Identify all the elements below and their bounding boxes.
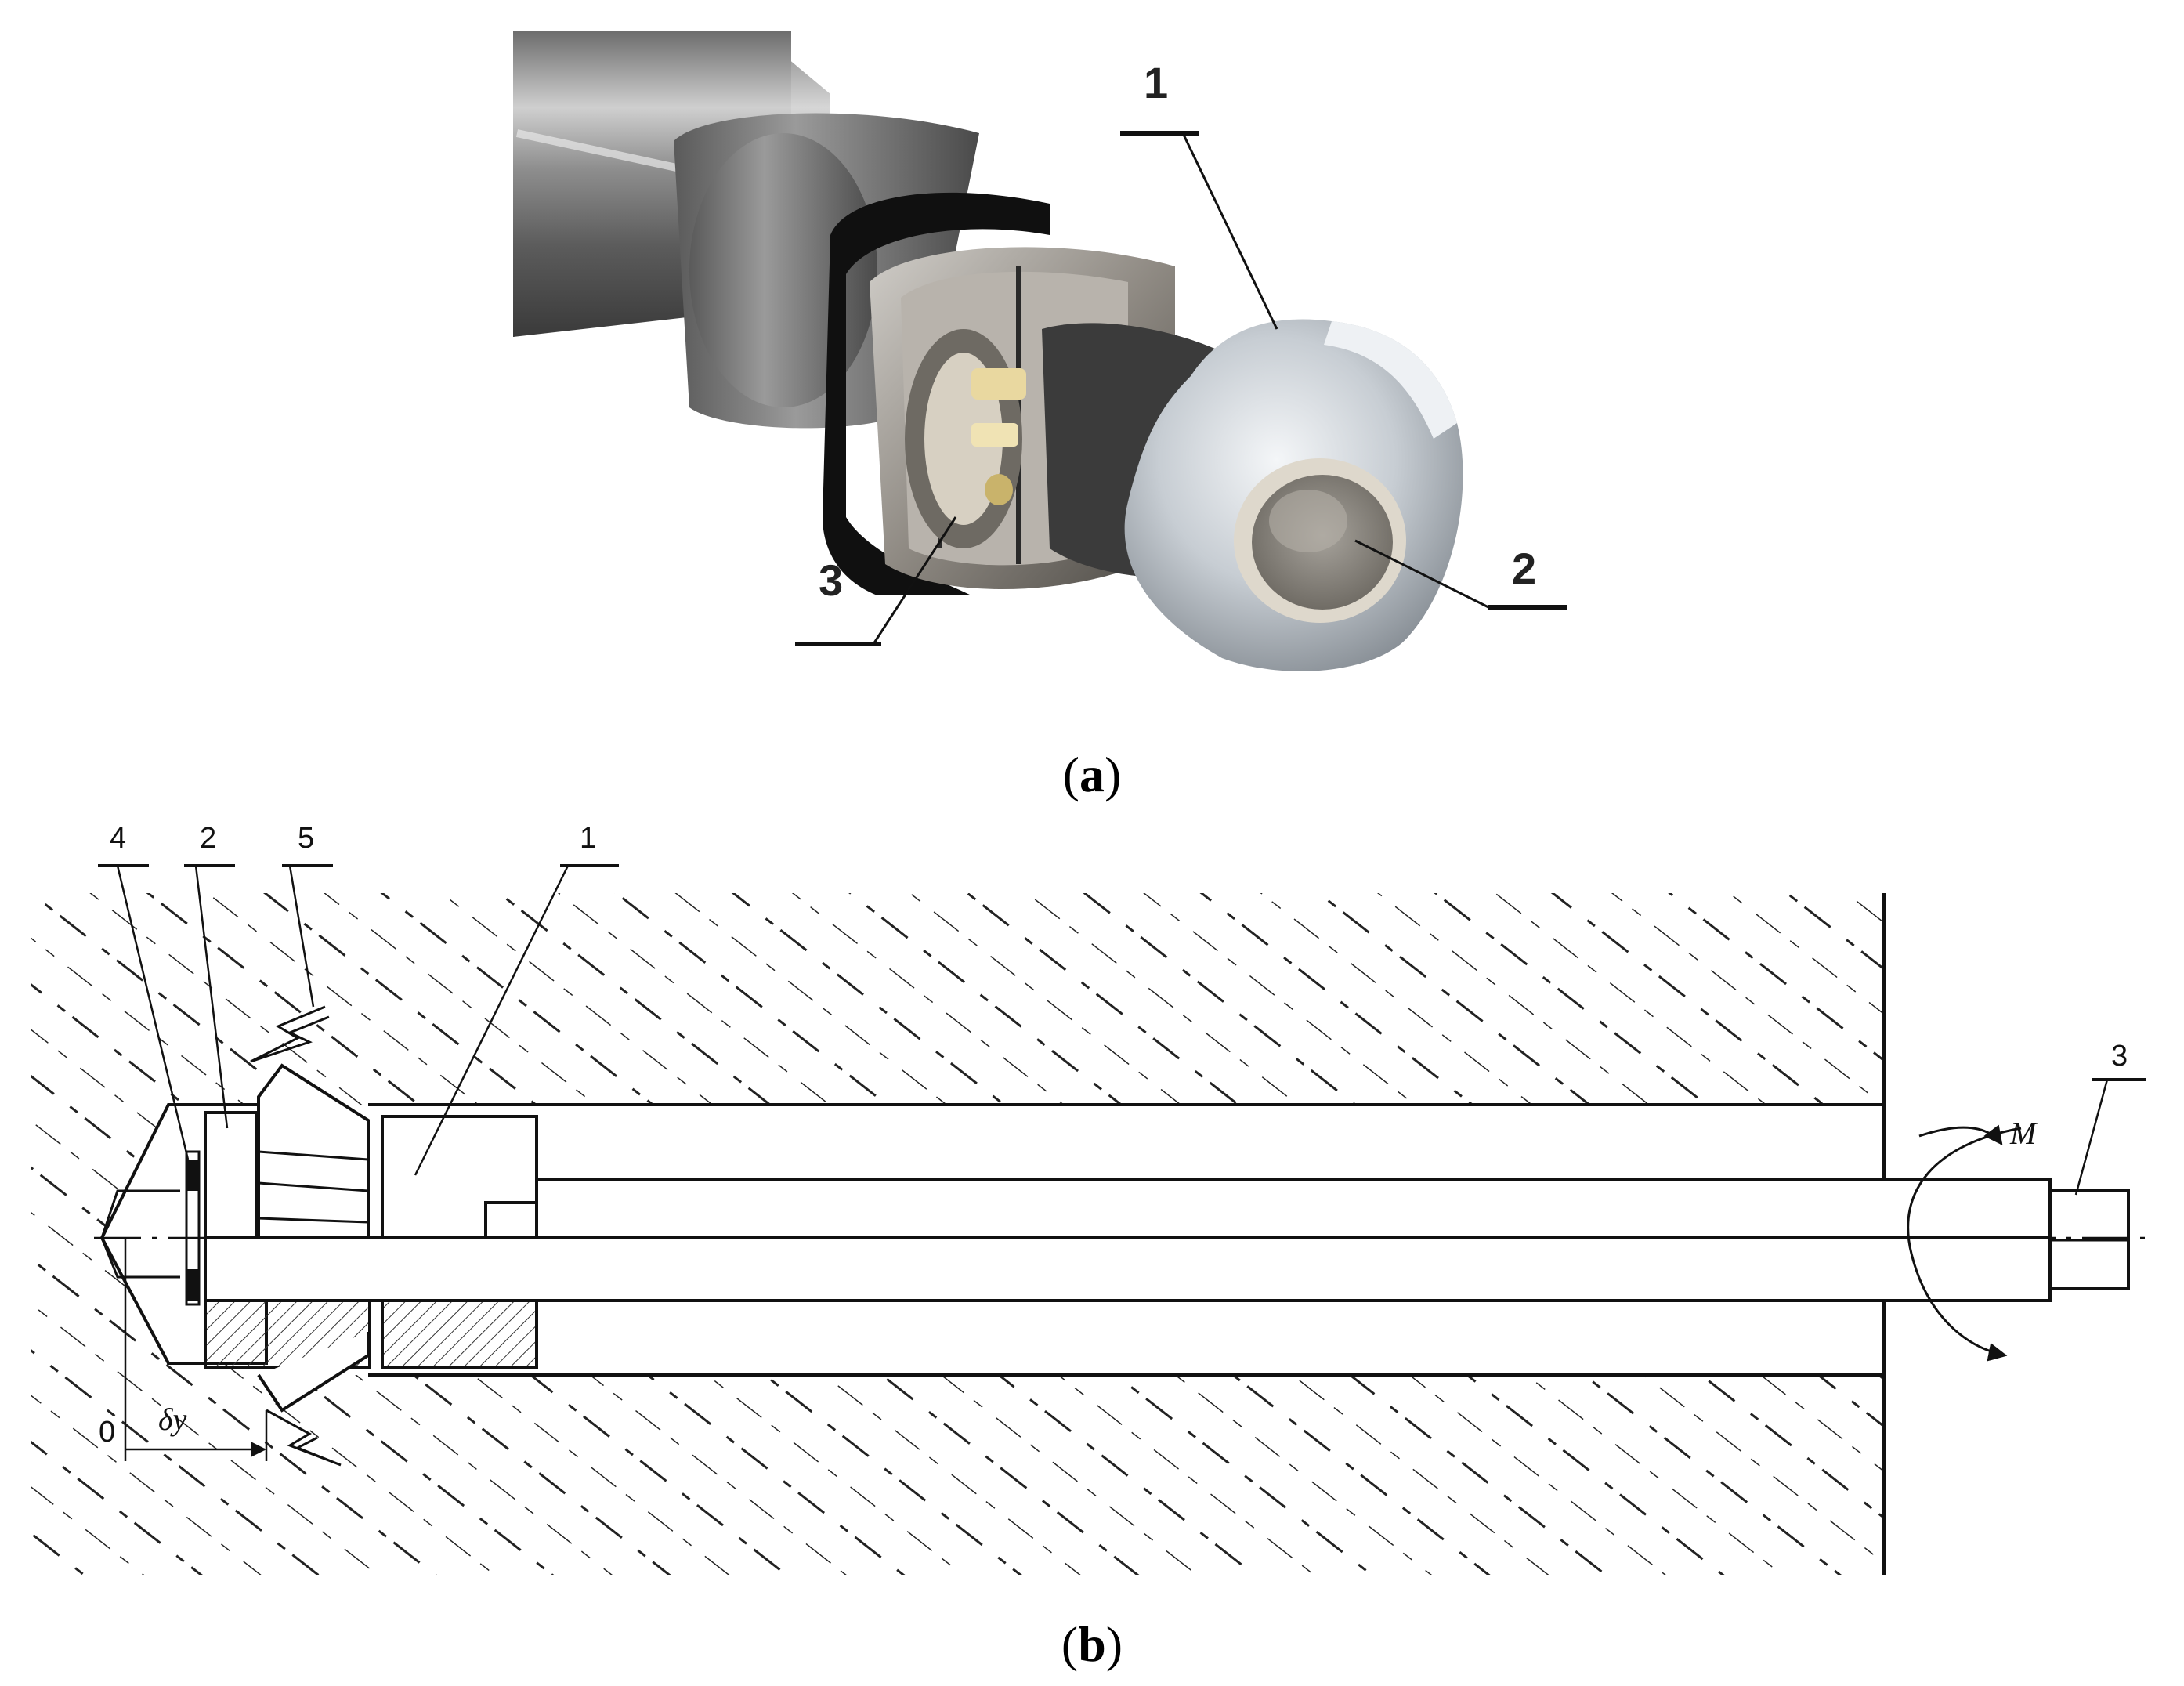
- callout-5-b: 5: [282, 822, 333, 1008]
- callout-1-b: 1: [414, 822, 619, 1176]
- moment-arrow: M: [1907, 1116, 2038, 1362]
- callout-3-a: 3: [795, 516, 957, 646]
- rod-part-3: [204, 1178, 2130, 1302]
- callout-label-1: 1: [1144, 58, 1168, 107]
- callout-label-2: 2: [1512, 544, 1536, 593]
- panel-a-photo: 1 2 3 (a): [513, 31, 1567, 802]
- sleeve-part-1: [381, 1115, 538, 1239]
- callout-4-b: 4: [98, 822, 190, 1160]
- crack-upper: [250, 1005, 330, 1063]
- caption-b: (b): [1061, 1616, 1123, 1672]
- wedge-mechanism: [905, 329, 1026, 548]
- crack-lower: [266, 1409, 342, 1467]
- callout-label-2b: 2: [200, 822, 216, 855]
- callout-label-3b: 3: [2111, 1040, 2128, 1073]
- callout-2-a: 2: [1354, 539, 1567, 610]
- panel-b-drawing: M δy 0 4 2 5: [31, 822, 2146, 1672]
- moment-label: M: [2009, 1116, 2038, 1151]
- callout-label-5: 5: [298, 822, 314, 855]
- origin-label: 0: [99, 1416, 115, 1449]
- rubber-ring: [823, 192, 1050, 595]
- caption-a: (a): [1063, 747, 1122, 802]
- callout-3-b: 3: [2074, 1040, 2146, 1196]
- end-cap: [1234, 458, 1406, 623]
- callout-label-1b: 1: [580, 822, 596, 855]
- callout-label-4: 4: [110, 822, 126, 855]
- displacement-dimension: δy 0: [99, 1238, 268, 1461]
- callout-2-b: 2: [184, 822, 235, 1129]
- displacement-label: δy: [158, 1402, 187, 1437]
- callout-1-a: 1: [1120, 58, 1278, 330]
- rock-mass: [31, 893, 1884, 1575]
- callout-label-3: 3: [819, 555, 843, 605]
